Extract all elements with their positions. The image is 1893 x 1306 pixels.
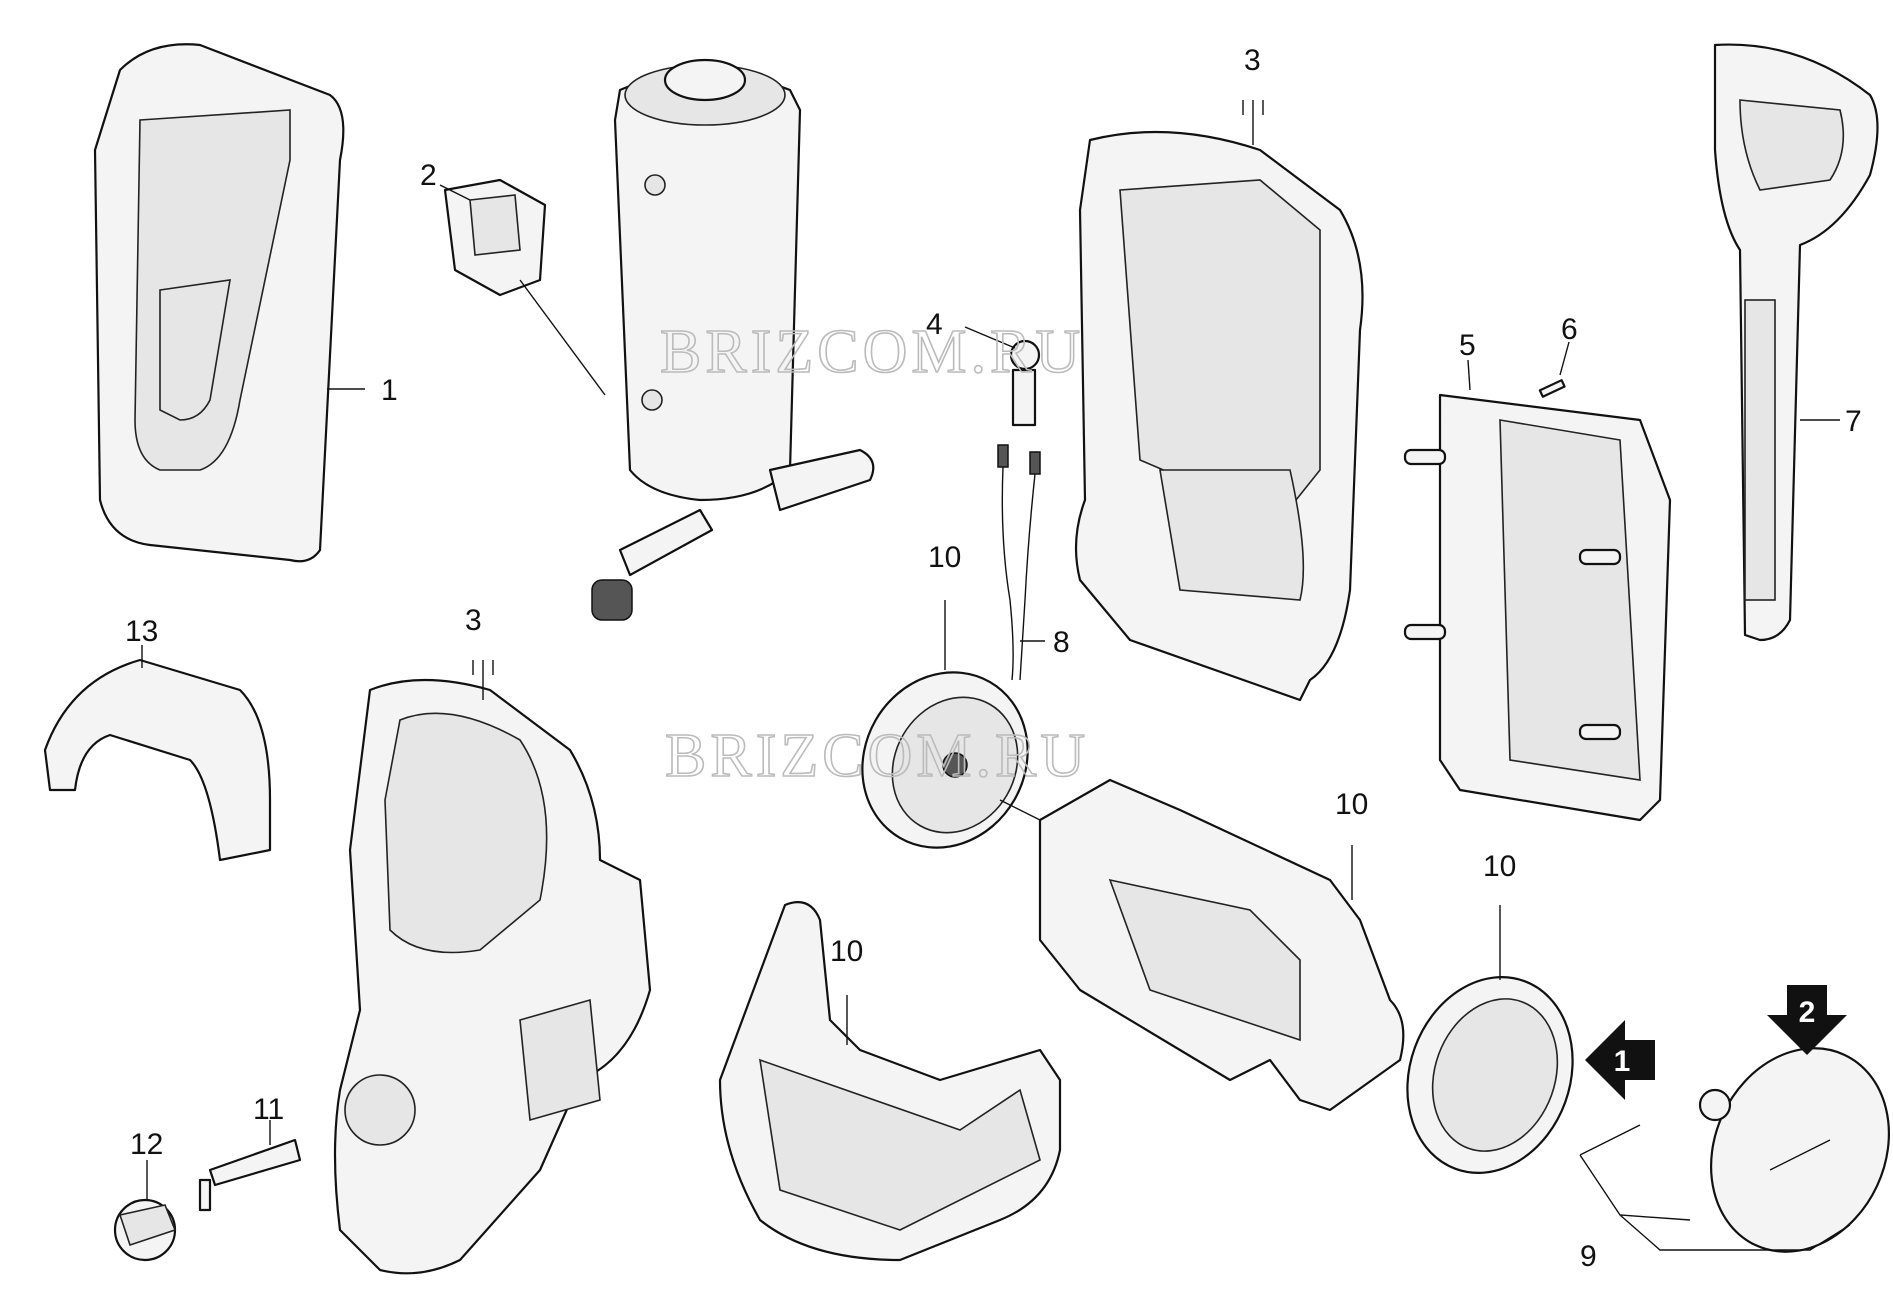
callout-9: 9 (1580, 1240, 1597, 1273)
watermark: BRIZCOM.RU (660, 318, 1084, 386)
part-10-wheel (861, 600, 1061, 849)
arrow-2-label: 2 (1799, 996, 1816, 1029)
arrow-1-label: 1 (1614, 1045, 1631, 1078)
part-10-base-frame (1038, 778, 1405, 1112)
part-6-screw (1538, 341, 1570, 398)
part-9-cap (1579, 1047, 1891, 1253)
part-10-wheel-badge (1406, 905, 1574, 1174)
part-8-cable (997, 444, 1045, 681)
callout-6: 6 (1561, 313, 1578, 346)
callout-10: 10 (1483, 850, 1516, 883)
part-1-cover (93, 43, 365, 563)
part-2-switch (439, 178, 606, 396)
callout-11: 11 (253, 1093, 284, 1126)
part-11-clip (198, 1120, 302, 1212)
callout-13: 13 (125, 615, 158, 648)
part-3-rear-housing (1074, 100, 1364, 702)
direction-arrow-2: 2 (1767, 985, 1847, 1055)
callout-7: 7 (1845, 405, 1862, 438)
watermark: BRIZCOM.RU (665, 722, 1089, 790)
callout-10: 10 (1335, 788, 1368, 821)
callout-5: 5 (1459, 329, 1476, 362)
direction-arrow-1: 1 (1585, 1020, 1655, 1100)
part-5-back-plate (1403, 359, 1672, 822)
callout-3-front: 3 (465, 604, 482, 637)
part-3-front-housing (333, 660, 652, 1275)
part-4-screw (964, 326, 1041, 427)
pump-motor-assembly (591, 58, 875, 621)
callout-12: 12 (130, 1128, 163, 1161)
callout-10: 10 (928, 541, 961, 574)
part-10-front-bumper (718, 901, 1062, 1262)
callout-3-top: 3 (1244, 44, 1261, 77)
callout-8: 8 (1053, 626, 1070, 659)
callout-10: 10 (830, 935, 863, 968)
part-13-carry-handle (43, 645, 272, 862)
callout-2: 2 (420, 159, 437, 192)
part-7-handle (1713, 43, 1879, 642)
part-12-knob (113, 1160, 177, 1262)
callout-1: 1 (381, 374, 398, 407)
callout-4: 4 (926, 308, 943, 341)
